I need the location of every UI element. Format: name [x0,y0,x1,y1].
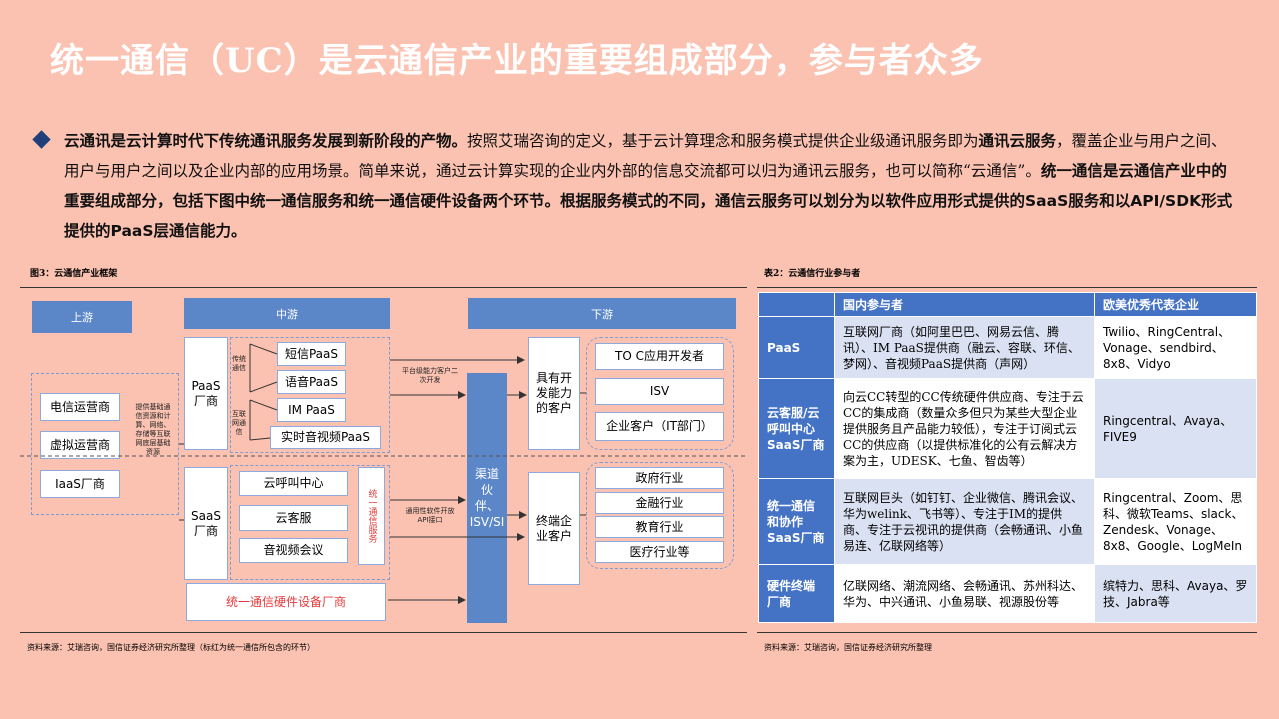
row-foreign: Twilio、RingCentral、Vonage、sendbird、8x8、V… [1094,316,1257,379]
row-domestic: 互联网巨头（如钉钉、企业微信、腾讯会议、华为welink、飞书等）、专注于IM的… [834,478,1095,565]
end-item-gov: 政府行业 [595,467,724,489]
table-source: 资料来源：艾瑞咨询，国信证券经济研究所整理 [764,643,932,652]
dev-item-isv: ISV [595,378,724,405]
dev-customer-group [586,337,734,450]
arrow-note-api: 通用性软件开放API接口 [405,507,455,524]
table-bottom-rule [757,632,1257,633]
midstream-header: 中游 [184,298,390,329]
end-customer-group [586,462,734,569]
dev-customer-label: 具有开发能力的客户 [528,337,580,450]
row-foreign: Ringcentral、Avaya、FIVE9 [1094,378,1257,479]
row-category: PaaS [758,316,835,379]
table-header-cell [758,292,835,317]
table-top-rule [757,287,1257,288]
paas-item-rtc: 实时音视频PaaS [270,426,381,449]
row-foreign: Ringcentral、Zoom、思科、微软Teams、slack、Zendes… [1094,478,1257,565]
upstream-group [31,373,179,515]
row-domestic: 向云CC转型的CC传统硬件供应商、专注于云CC的集成商（数量众多但只为某些大型企… [834,378,1095,479]
upstream-item-telecom: 电信运营商 [40,393,120,421]
dev-item-enterprise-it: 企业客户（IT部门） [595,412,724,441]
upstream-header: 上游 [32,301,132,333]
paas-traditional-label: 传统通信 [232,355,246,372]
saas-group [230,465,390,580]
uc-service-label: 统一通信服务 [358,467,385,565]
figure-title: 图3：云通信产业框架 [30,269,118,279]
intro-bold-1: 云通讯是云计算时代下传统通讯服务发展到新阶段的产物。 [64,132,468,150]
end-item-medical: 医疗行业等 [595,541,724,563]
row-domestic: 亿联网络、潮流网络、会畅通讯、苏州科达、华为、中兴通讯、小鱼易联、视源股份等 [834,564,1095,623]
paas-item-sms: 短信PaaS [277,342,346,366]
paas-internet-label: 互联网通信 [232,410,246,436]
intro-text-1: 按照艾瑞咨询的定义，基于云计算理念和服务模式提供企业级通讯服务即为 [467,132,979,150]
page-title: 统一通信（UC）是云通信产业的重要组成部分，参与者众多 [50,41,984,81]
upstream-item-iaas: IaaS厂商 [40,470,120,498]
intro-text-2: ，覆盖企业与用户之间、用户与用户之间以及企业内部的应用场景。简单来说，通过云计算… [64,132,1227,180]
row-category: 统一通信和协作SaaS厂商 [758,478,835,565]
participants-table: 国内参与者 欧美优秀代表企业 PaaS 互联网厂商（如阿里巴巴、网易云信、腾讯）… [758,292,1257,623]
upstream-note: 提供基础通信资源和计算、网络、存储等互联网底层基础资源 [135,403,171,456]
saas-item-meeting: 音视频会议 [239,538,348,563]
paas-group [230,337,390,453]
paas-item-voice: 语音PaaS [277,370,346,394]
paas-vendor-label: PaaS 厂商 [184,337,228,450]
uc-hardware-vendor: 统一通信硬件设备厂商 [186,583,386,621]
saas-item-cs: 云客服 [239,505,348,531]
end-item-finance: 金融行业 [595,492,724,514]
row-domestic: 互联网厂商（如阿里巴巴、网易云信、腾讯）、IM PaaS提供商（融云、容联、环信… [834,316,1095,379]
end-item-education: 教育行业 [595,516,724,538]
table-row: 硬件终端厂商 亿联网络、潮流网络、会畅通讯、苏州科达、华为、中兴通讯、小鱼易联、… [758,564,1257,623]
intro-bold-2: 通讯云服务 [978,132,1057,150]
table-row: PaaS 互联网厂商（如阿里巴巴、网易云信、腾讯）、IM PaaS提供商（融云、… [758,316,1257,379]
table-header-row: 国内参与者 欧美优秀代表企业 [758,292,1257,317]
intro-paragraph: 云通讯是云计算时代下传统通讯服务发展到新阶段的产物。按照艾瑞咨询的定义，基于云计… [64,126,1242,246]
row-category: 云客服/云呼叫中心SaaS厂商 [758,378,835,479]
intro-bold-3: 统一通信是云通信产业中的重要组成部分，包括下图中统一通信服务和统一通信硬件设备两… [64,162,1233,240]
table-header-cell: 欧美优秀代表企业 [1094,292,1257,317]
figure-top-rule [20,287,747,288]
table-row: 云客服/云呼叫中心SaaS厂商 向云CC转型的CC传统硬件供应商、专注于云CC的… [758,378,1257,479]
flow-arrows [20,343,745,604]
upstream-item-virtual: 虚拟运营商 [40,431,120,459]
saas-item-callcenter: 云呼叫中心 [239,471,348,496]
table-row: 统一通信和协作SaaS厂商 互联网巨头（如钉钉、企业微信、腾讯会议、华为weli… [758,478,1257,565]
row-category: 硬件终端厂商 [758,564,835,623]
paas-item-im: IM PaaS [277,398,346,422]
dev-item-toc: TO C应用开发者 [595,343,724,370]
figure-bottom-rule [20,632,747,633]
table-header-cell: 国内参与者 [834,292,1095,317]
figure-source: 资料来源：艾瑞咨询，国信证券经济研究所整理（标红为统一通信所包含的环节） [27,643,315,652]
end-customer-label: 终端企业客户 [528,472,580,585]
arrow-note-platform: 平台级能力客户二次开发 [402,367,458,384]
saas-vendor-label: SaaS 厂商 [184,467,228,580]
row-foreign: 缤特力、思科、Avaya、罗技、Jabra等 [1094,564,1257,623]
channel-partner-bar: 渠道伙伴、ISV/SI [467,373,507,623]
downstream-header: 下游 [468,298,736,329]
table-title: 表2：云通信行业参与者 [764,269,861,279]
